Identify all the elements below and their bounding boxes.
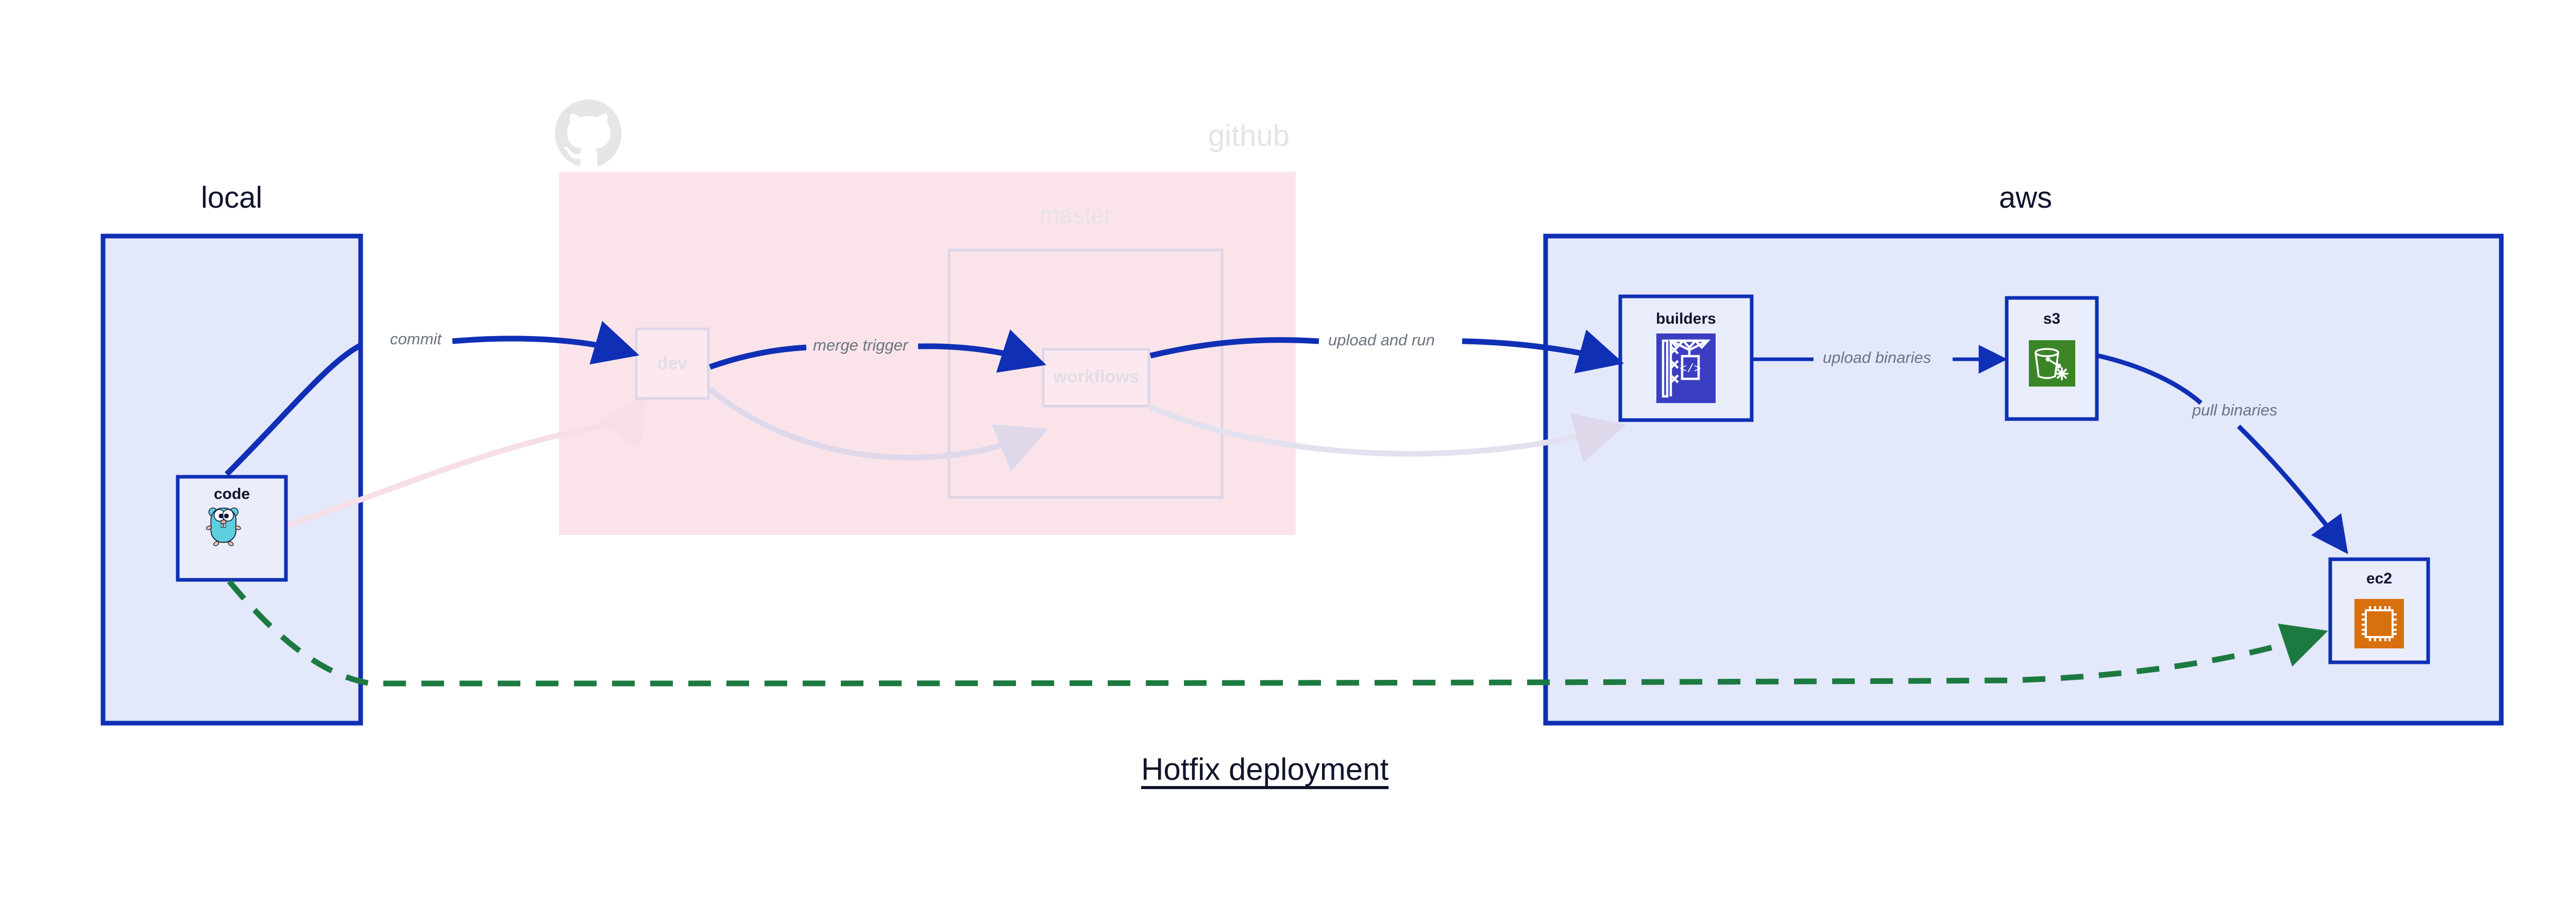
s3-bucket-icon bbox=[2029, 340, 2075, 387]
zone-label-local: local bbox=[201, 181, 263, 214]
edge-upload-and-run-tail bbox=[1462, 329, 1624, 374]
faded-edge-dev-workflows bbox=[708, 387, 1049, 472]
node-label-code: code bbox=[213, 486, 250, 503]
zone-label-aws: aws bbox=[1999, 181, 2053, 214]
go-gopher-icon bbox=[206, 507, 241, 546]
edge-merge-trigger-tail bbox=[918, 329, 1046, 373]
github-octocat-icon bbox=[555, 99, 622, 166]
edge-hotfix-direct bbox=[227, 579, 2328, 687]
faded-edge-code-dev bbox=[236, 392, 647, 544]
node-label-builders: builders bbox=[1656, 310, 1716, 327]
edge-label-upload-and-run: upload and run bbox=[1328, 331, 1435, 349]
edge-label-upload-binaries: upload binaries bbox=[1823, 348, 1931, 366]
edge-label-pull-binaries: pull binaries bbox=[2192, 401, 2278, 419]
edge-commit bbox=[225, 343, 362, 476]
edge-commit-tail bbox=[452, 321, 640, 365]
crane-code-icon: </> bbox=[1656, 333, 1716, 403]
node-label-s3: s3 bbox=[2043, 310, 2061, 327]
edge-pull-binaries bbox=[2097, 353, 2202, 405]
node-dev-box[interactable] bbox=[635, 327, 710, 400]
edge-label-merge-trigger: merge trigger bbox=[813, 336, 908, 354]
faded-edge-workflows-builders bbox=[1148, 404, 1626, 463]
diagram-caption: Hotfix deployment bbox=[1141, 752, 1389, 787]
edge-label-commit: commit bbox=[390, 330, 442, 348]
svg-text:</>: </> bbox=[1680, 362, 1701, 376]
edge-pull-binaries-tail bbox=[2236, 424, 2348, 555]
node-workflows-box[interactable] bbox=[1042, 348, 1150, 408]
subzone-label-master: master bbox=[1040, 202, 1112, 228]
node-label-workflows: workflows bbox=[1053, 367, 1139, 387]
edge-merge-trigger bbox=[709, 344, 807, 370]
node-label-ec2: ec2 bbox=[2366, 570, 2393, 587]
zone-label-github: github bbox=[1208, 119, 1290, 153]
subzone-master bbox=[947, 248, 1224, 499]
node-label-dev: dev bbox=[657, 354, 688, 373]
edge-upload-and-run bbox=[1149, 337, 1319, 359]
ec2-cpu-icon bbox=[2354, 599, 2404, 648]
